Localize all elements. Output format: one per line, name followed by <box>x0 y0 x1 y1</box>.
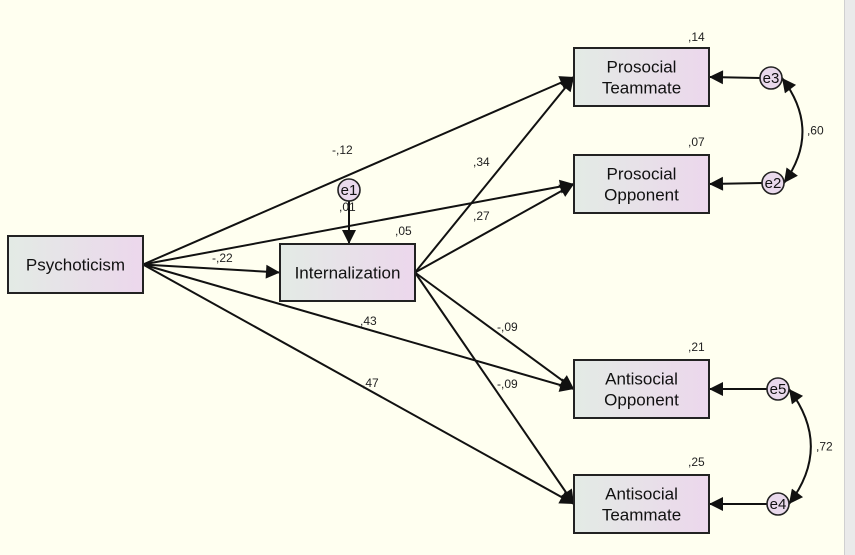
error-variance-e1: ,01 <box>339 200 356 214</box>
path-arrow-psych-to-pt <box>142 76 575 266</box>
error-term-e2: e2 <box>761 171 785 195</box>
variable-box-intern: Internalization <box>279 243 416 302</box>
error-term-e5: e5 <box>766 377 790 401</box>
error-term-label: e2 <box>765 175 782 192</box>
path-coefficient-intern-to-at: -,09 <box>497 377 518 391</box>
covariance-arrow-e3-e2 <box>781 77 804 184</box>
path-arrow-psych-to-at <box>142 263 575 505</box>
variable-label: Antisocial <box>605 370 678 389</box>
path-arrow-intern-to-po <box>414 183 575 274</box>
variable-label: Psychoticism <box>26 256 125 275</box>
error-term-label: e5 <box>770 381 787 398</box>
r-squared-ao: ,21 <box>688 340 705 354</box>
path-arrow-psych-to-po <box>142 179 575 266</box>
path-arrow-e3-to-pt <box>708 70 761 85</box>
path-coefficient-psych-to-at: ,47 <box>362 376 379 390</box>
variable-label: Teammate <box>602 79 681 98</box>
variable-label: Internalization <box>295 264 401 283</box>
path-coefficient-intern-to-ao: -,09 <box>497 320 518 334</box>
error-term-e4: e4 <box>766 492 790 516</box>
path-arrow-psych-to-ao <box>142 263 575 392</box>
covariance-label-e3-e2: ,60 <box>807 124 824 138</box>
error-term-label: e1 <box>341 182 358 199</box>
covariance-arrow-e5-e4 <box>788 388 812 505</box>
variable-box-psych: Psychoticism <box>7 235 144 294</box>
path-arrow-intern-to-ao <box>414 271 575 390</box>
path-arrow-e2-to-po <box>708 176 763 191</box>
covariance-label-e5-e4: ,72 <box>816 440 833 454</box>
variable-label: Prosocial <box>607 165 677 184</box>
path-arrow-psych-to-intern <box>142 263 281 279</box>
path-arrow-intern-to-pt <box>414 76 575 274</box>
scrollbar[interactable] <box>844 0 855 555</box>
path-coefficient-intern-to-pt: ,34 <box>473 155 490 169</box>
r-squared-pt: ,14 <box>688 30 705 44</box>
error-term-e1: e1 <box>337 178 361 202</box>
path-arrow-intern-to-at <box>414 271 575 505</box>
r-squared-intern: ,05 <box>395 224 412 238</box>
variable-label: Opponent <box>604 391 679 410</box>
error-term-label: e3 <box>763 70 780 87</box>
path-coefficient-psych-to-intern: -,22 <box>212 251 233 265</box>
error-term-label: e4 <box>770 496 787 513</box>
r-squared-at: ,25 <box>688 455 705 469</box>
variable-label: Teammate <box>602 506 681 525</box>
variable-label: Prosocial <box>607 58 677 77</box>
path-coefficient-psych-to-pt: -,12 <box>332 143 353 157</box>
variable-label: Antisocial <box>605 485 678 504</box>
path-coefficient-intern-to-po: ,27 <box>473 209 490 223</box>
r-squared-po: ,07 <box>688 135 705 149</box>
path-coefficient-psych-to-ao: ,43 <box>360 314 377 328</box>
variable-label: Opponent <box>604 186 679 205</box>
error-term-e3: e3 <box>759 66 783 90</box>
